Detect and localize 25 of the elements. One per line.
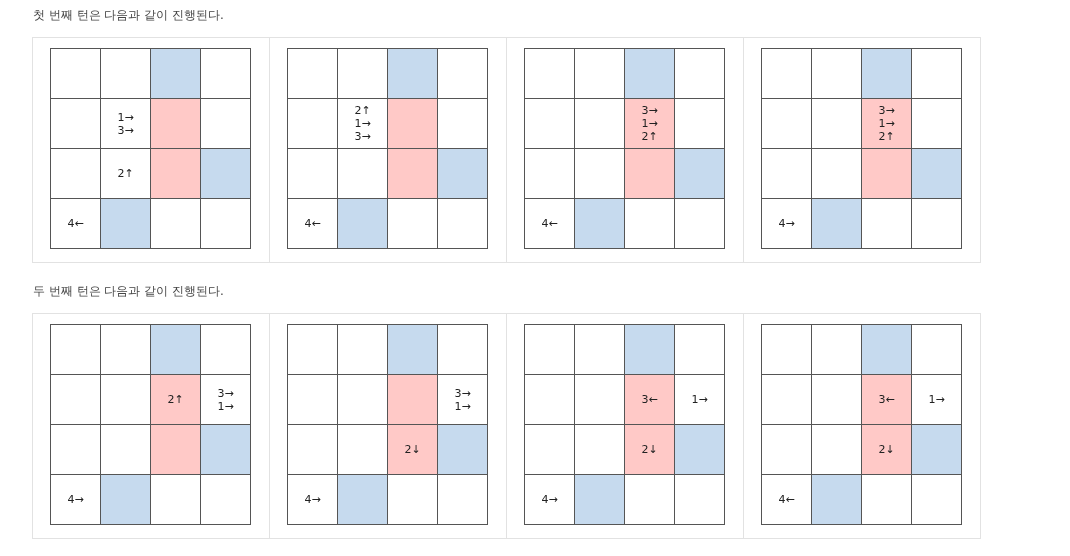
move-label: 4←	[778, 493, 795, 506]
move-label: 2↑ 1→ 3→	[354, 104, 371, 143]
section-heading: 두 번째 턴은 다음과 같이 진행된다.	[33, 284, 224, 299]
move-label: 3←	[641, 393, 658, 406]
section-heading: 첫 번째 턴은 다음과 같이 진행된다.	[33, 8, 224, 23]
move-label: 2↓	[404, 443, 421, 456]
move-label: 3←	[878, 393, 895, 406]
move-label: 3→ 1→	[217, 386, 234, 413]
move-label: 4←	[304, 217, 321, 230]
move-label: 3→ 1→ 2↑	[878, 104, 895, 143]
move-label: 4→	[541, 493, 558, 506]
move-label: 1→	[928, 393, 945, 406]
move-label: 4→	[778, 217, 795, 230]
move-label: 2↓	[641, 443, 658, 456]
move-label: 2↑	[167, 393, 184, 406]
move-label: 1→	[691, 393, 708, 406]
move-label: 2↓	[878, 443, 895, 456]
move-label: 4→	[67, 493, 84, 506]
move-label: 4→	[304, 493, 321, 506]
move-label: 3→ 1→	[454, 386, 471, 413]
move-label: 1→ 3→	[117, 110, 134, 137]
move-label: 2↑	[117, 167, 134, 180]
move-label: 4←	[541, 217, 558, 230]
move-label: 4←	[67, 217, 84, 230]
move-label: 3→ 1→ 2↑	[641, 104, 658, 143]
